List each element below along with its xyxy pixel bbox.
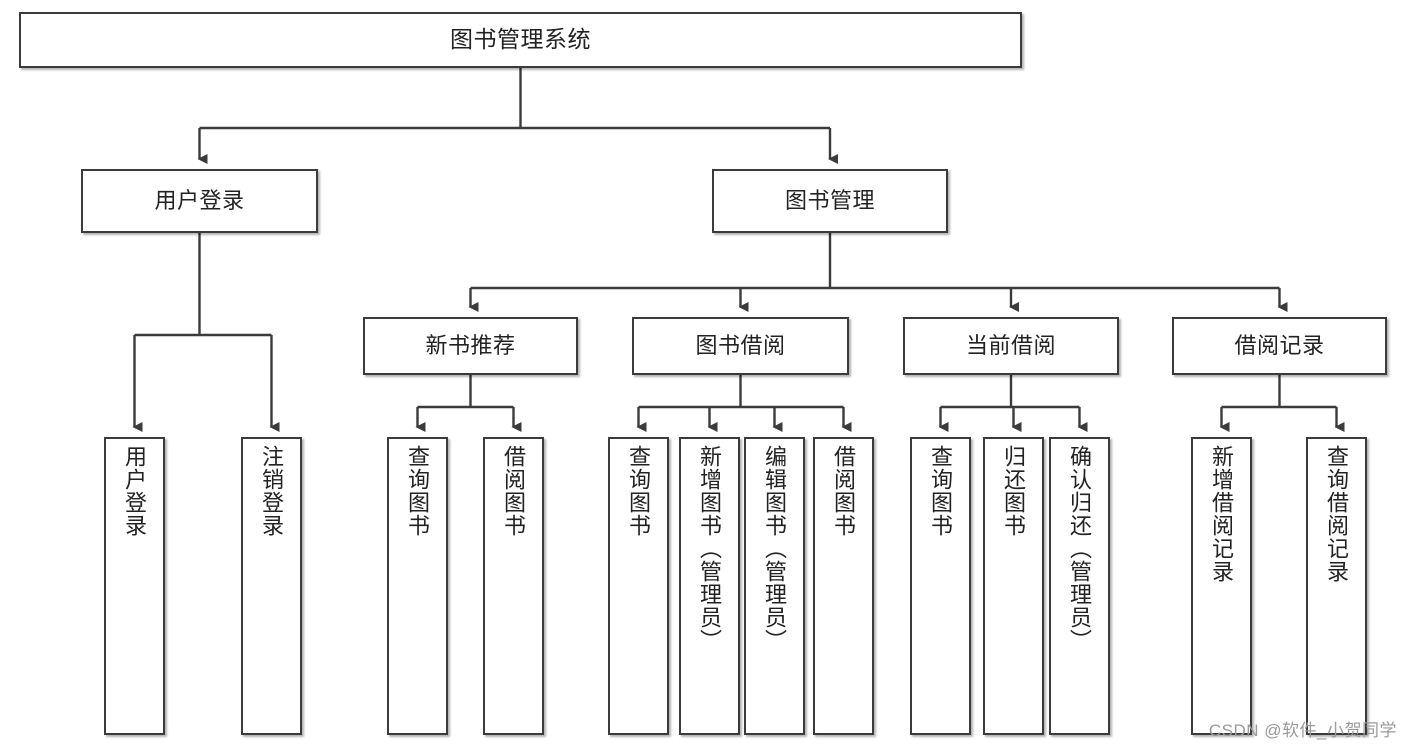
node-label: 新书推荐 xyxy=(425,332,516,358)
node-label: 归还图书 xyxy=(1001,445,1027,537)
node-leaf-return-book[interactable]: 归还图书 xyxy=(983,437,1044,735)
node-leaf-borrow-book-2[interactable]: 借阅图书 xyxy=(813,437,874,735)
node-label: 查询借阅记录 xyxy=(1324,445,1350,583)
node-label: 注销登录 xyxy=(259,445,285,537)
node-label: 查询图书 xyxy=(626,445,652,537)
node-leaf-logout[interactable]: 注销登录 xyxy=(241,437,302,735)
watermark-text: CSDN @软件_小贺同学 xyxy=(1208,721,1397,740)
node-leaf-query-book-3[interactable]: 查询图书 xyxy=(910,437,971,735)
node-leaf-query-book-2[interactable]: 查询图书 xyxy=(608,437,669,735)
node-leaf-query-record[interactable]: 查询借阅记录 xyxy=(1306,437,1367,735)
node-leaf-add-book[interactable]: 新增图书（管理员） xyxy=(679,437,740,735)
node-label: 当前借阅 xyxy=(965,332,1056,358)
node-label: 图书借阅 xyxy=(695,332,786,358)
node-current-borrow[interactable]: 当前借阅 xyxy=(903,317,1119,375)
node-leaf-confirm-return[interactable]: 确认归还（管理员） xyxy=(1049,437,1110,735)
node-leaf-edit-book[interactable]: 编辑图书（管理员） xyxy=(744,437,805,735)
node-leaf-user-login[interactable]: 用户登录 xyxy=(104,437,165,735)
node-new-book-recommend[interactable]: 新书推荐 xyxy=(363,317,578,375)
node-book-borrow[interactable]: 图书借阅 xyxy=(632,317,849,375)
node-label: 图书管理 xyxy=(784,187,875,213)
node-label: 用户登录 xyxy=(122,445,148,537)
node-label: 借阅图书 xyxy=(501,445,527,537)
node-leaf-query-book-1[interactable]: 查询图书 xyxy=(387,437,448,735)
node-label: 借阅图书 xyxy=(831,445,857,537)
node-label: 新增借阅记录 xyxy=(1209,445,1235,583)
node-label: 图书管理系统 xyxy=(450,26,591,53)
node-borrow-record[interactable]: 借阅记录 xyxy=(1172,317,1387,375)
node-label: 编辑图书（管理员） xyxy=(762,445,788,652)
node-label: 借阅记录 xyxy=(1234,332,1325,358)
node-label: 查询图书 xyxy=(405,445,431,537)
node-label: 查询图书 xyxy=(928,445,954,537)
node-leaf-borrow-book-1[interactable]: 借阅图书 xyxy=(483,437,544,735)
node-label: 新增图书（管理员） xyxy=(697,445,723,652)
node-book-manage[interactable]: 图书管理 xyxy=(712,169,948,233)
node-leaf-add-record[interactable]: 新增借阅记录 xyxy=(1191,437,1252,735)
node-label: 确认归还（管理员） xyxy=(1067,445,1093,652)
node-user-login[interactable]: 用户登录 xyxy=(81,169,318,233)
node-label: 用户登录 xyxy=(154,187,245,213)
node-root[interactable]: 图书管理系统 xyxy=(19,12,1022,68)
